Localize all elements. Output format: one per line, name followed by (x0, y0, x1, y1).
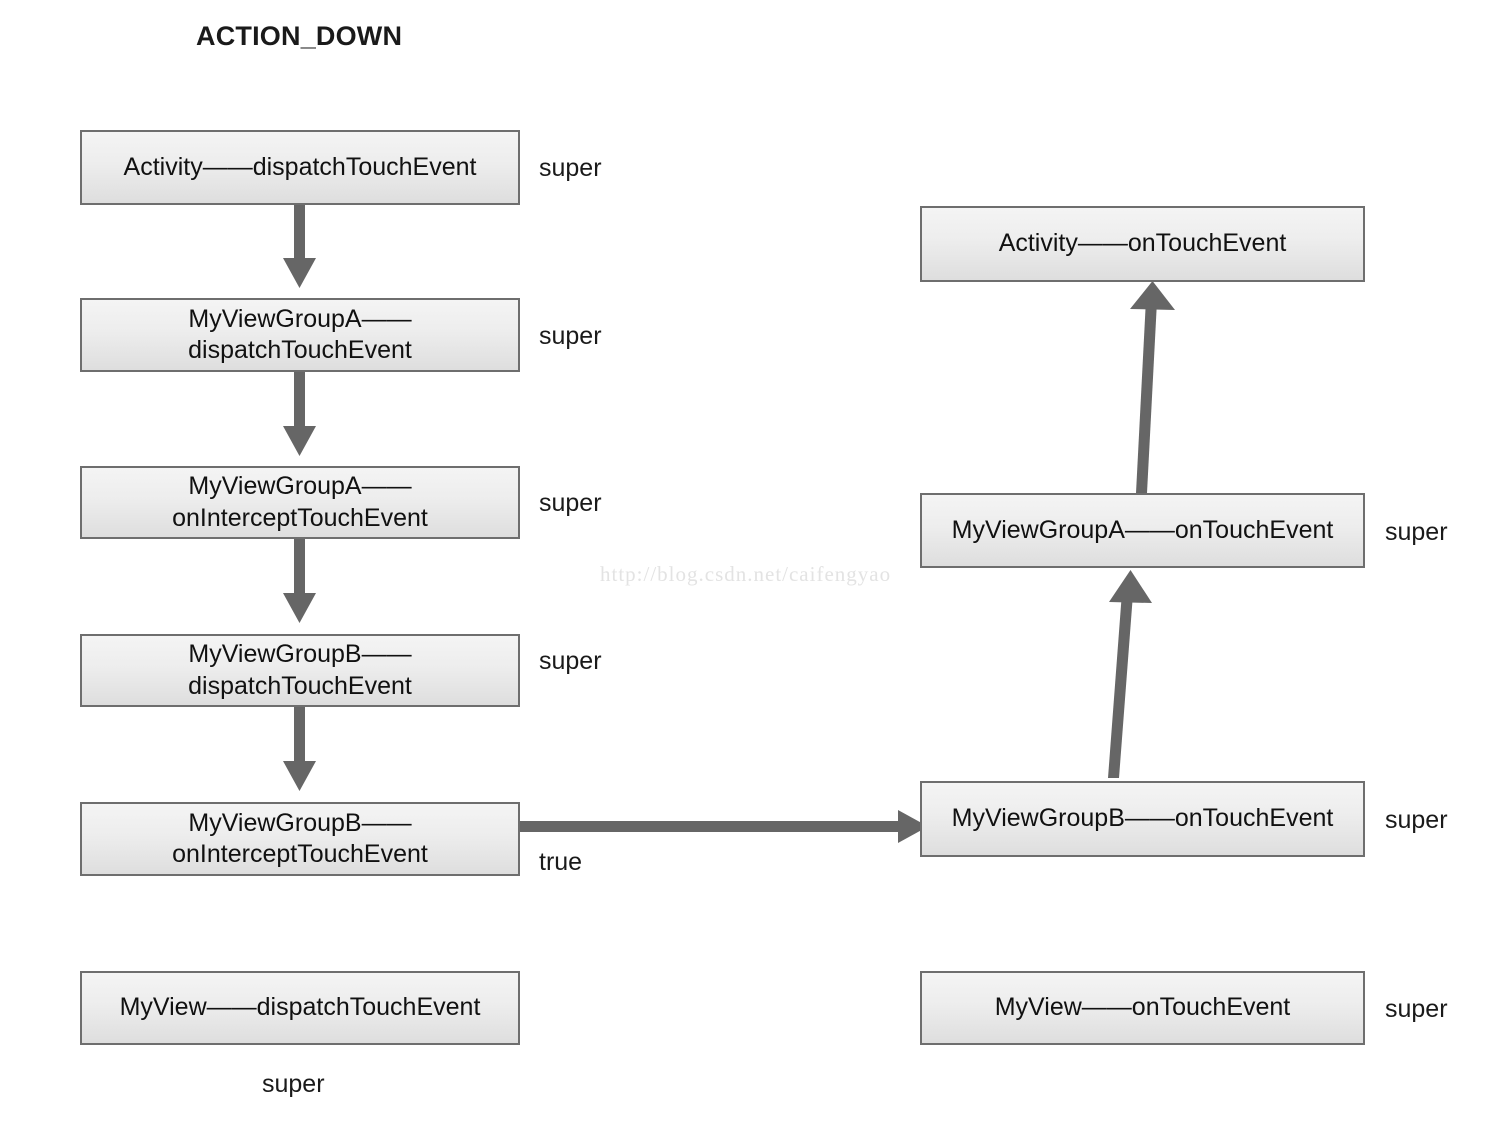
node-label: Activity——dispatchTouchEvent (123, 152, 477, 181)
node-viewgroupb-ontouch[interactable]: MyViewGroupB——onTouchEvent (920, 781, 1365, 857)
node-myview-dispatch[interactable]: MyView——dispatchTouchEvent (80, 971, 520, 1045)
node-viewgroupa-dispatch[interactable]: MyViewGroupA—— dispatchTouchEvent (80, 298, 520, 372)
node-viewgroupa-onintercept[interactable]: MyViewGroupA—— onInterceptTouchEvent (80, 466, 520, 539)
side-label-myview-dispatch: super (262, 1070, 325, 1098)
node-activity-dispatch[interactable]: Activity——dispatchTouchEvent (80, 130, 520, 205)
node-myview-ontouch[interactable]: MyView——onTouchEvent (920, 971, 1365, 1045)
watermark-text: http://blog.csdn.net/caifengyao (600, 562, 892, 586)
node-label: MyViewGroupB—— dispatchTouchEvent (188, 640, 412, 700)
edge-vgb-ontouch-to-vga-ontouch (1108, 570, 1152, 778)
side-label-viewgroupa-dispatch: super (539, 322, 602, 350)
node-label: MyViewGroupB—— onInterceptTouchEvent (172, 808, 428, 868)
node-label: MyView——onTouchEvent (994, 993, 1291, 1022)
side-label-myview-ontouch: super (1385, 995, 1448, 1023)
edge-vgb-dispatch-to-vgb-onintercept (283, 706, 316, 791)
edge-activity-to-vga-dispatch (283, 204, 316, 288)
side-label-viewgroupa-onintercept: super (539, 489, 602, 517)
node-label: MyViewGroupA—— onInterceptTouchEvent (172, 472, 428, 532)
node-viewgroupa-ontouch[interactable]: MyViewGroupA——onTouchEvent (920, 493, 1365, 568)
side-label-viewgroupb-dispatch: super (539, 647, 602, 675)
node-label: MyViewGroupA—— dispatchTouchEvent (188, 304, 412, 364)
node-label: MyViewGroupB——onTouchEvent (951, 804, 1334, 833)
node-label: MyViewGroupA——onTouchEvent (951, 515, 1334, 544)
node-activity-ontouch[interactable]: Activity——onTouchEvent (920, 206, 1365, 282)
edge-vga-ontouch-to-activity-ontouch (1130, 281, 1175, 493)
node-label: Activity——onTouchEvent (998, 229, 1287, 258)
edge-label-true: true (539, 848, 583, 876)
edge-vga-dispatch-to-vga-onintercept (283, 372, 316, 456)
side-label-viewgroupa-ontouch: super (1385, 518, 1448, 546)
diagram-title: ACTION_DOWN (196, 21, 403, 51)
side-label-activity-dispatch: super (539, 154, 602, 182)
edge-vgb-onintercept-to-vgb-ontouch (520, 810, 928, 843)
edge-vga-onintercept-to-vgb-dispatch (283, 538, 316, 623)
node-viewgroupb-dispatch[interactable]: MyViewGroupB—— dispatchTouchEvent (80, 634, 520, 707)
node-viewgroupb-onintercept[interactable]: MyViewGroupB—— onInterceptTouchEvent (80, 802, 520, 876)
side-label-viewgroupb-ontouch: super (1385, 806, 1448, 834)
node-label: MyView——dispatchTouchEvent (119, 993, 481, 1022)
